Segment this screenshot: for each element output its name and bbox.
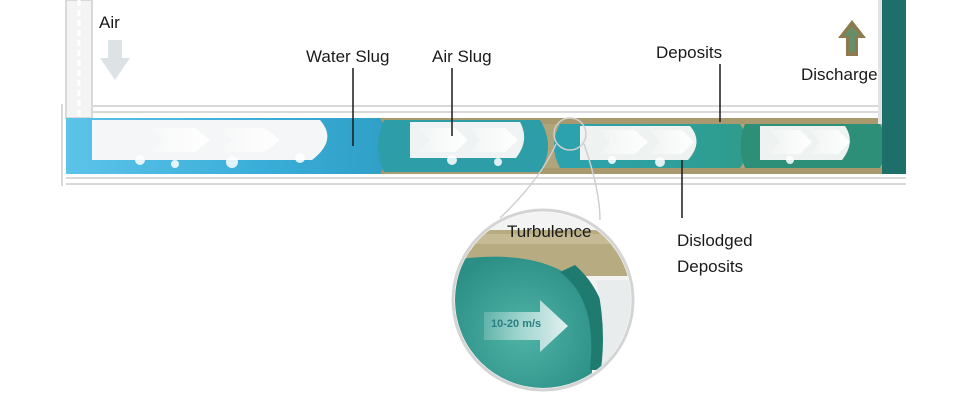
pipe-frame [61, 104, 906, 186]
label-air: Air [99, 13, 120, 32]
label-water-slug: Water Slug [306, 47, 390, 66]
label-dislodged-deposits: Deposits [677, 257, 744, 276]
splash-droplets [135, 153, 794, 168]
air-down-arrow-icon [100, 40, 130, 80]
speed-arrow-icon [484, 300, 568, 352]
leader-lines [352, 64, 721, 218]
label-speed: 10-20 m/s [491, 318, 542, 330]
discharge-up-arrow-icon [838, 20, 866, 56]
label-air-slug: Air Slug [432, 47, 492, 66]
label-discharge: Discharge [801, 65, 878, 84]
label-dislodged: Dislodged [677, 231, 753, 250]
label-turbulence: Turbulence [507, 222, 592, 241]
turbulence-magnifier [451, 208, 635, 392]
inlet-pipe [65, 0, 93, 119]
label-deposits: Deposits [656, 43, 723, 62]
discharge-pipe [878, 0, 906, 124]
magnifier-connector [499, 117, 601, 221]
flow-arrows [150, 128, 850, 154]
